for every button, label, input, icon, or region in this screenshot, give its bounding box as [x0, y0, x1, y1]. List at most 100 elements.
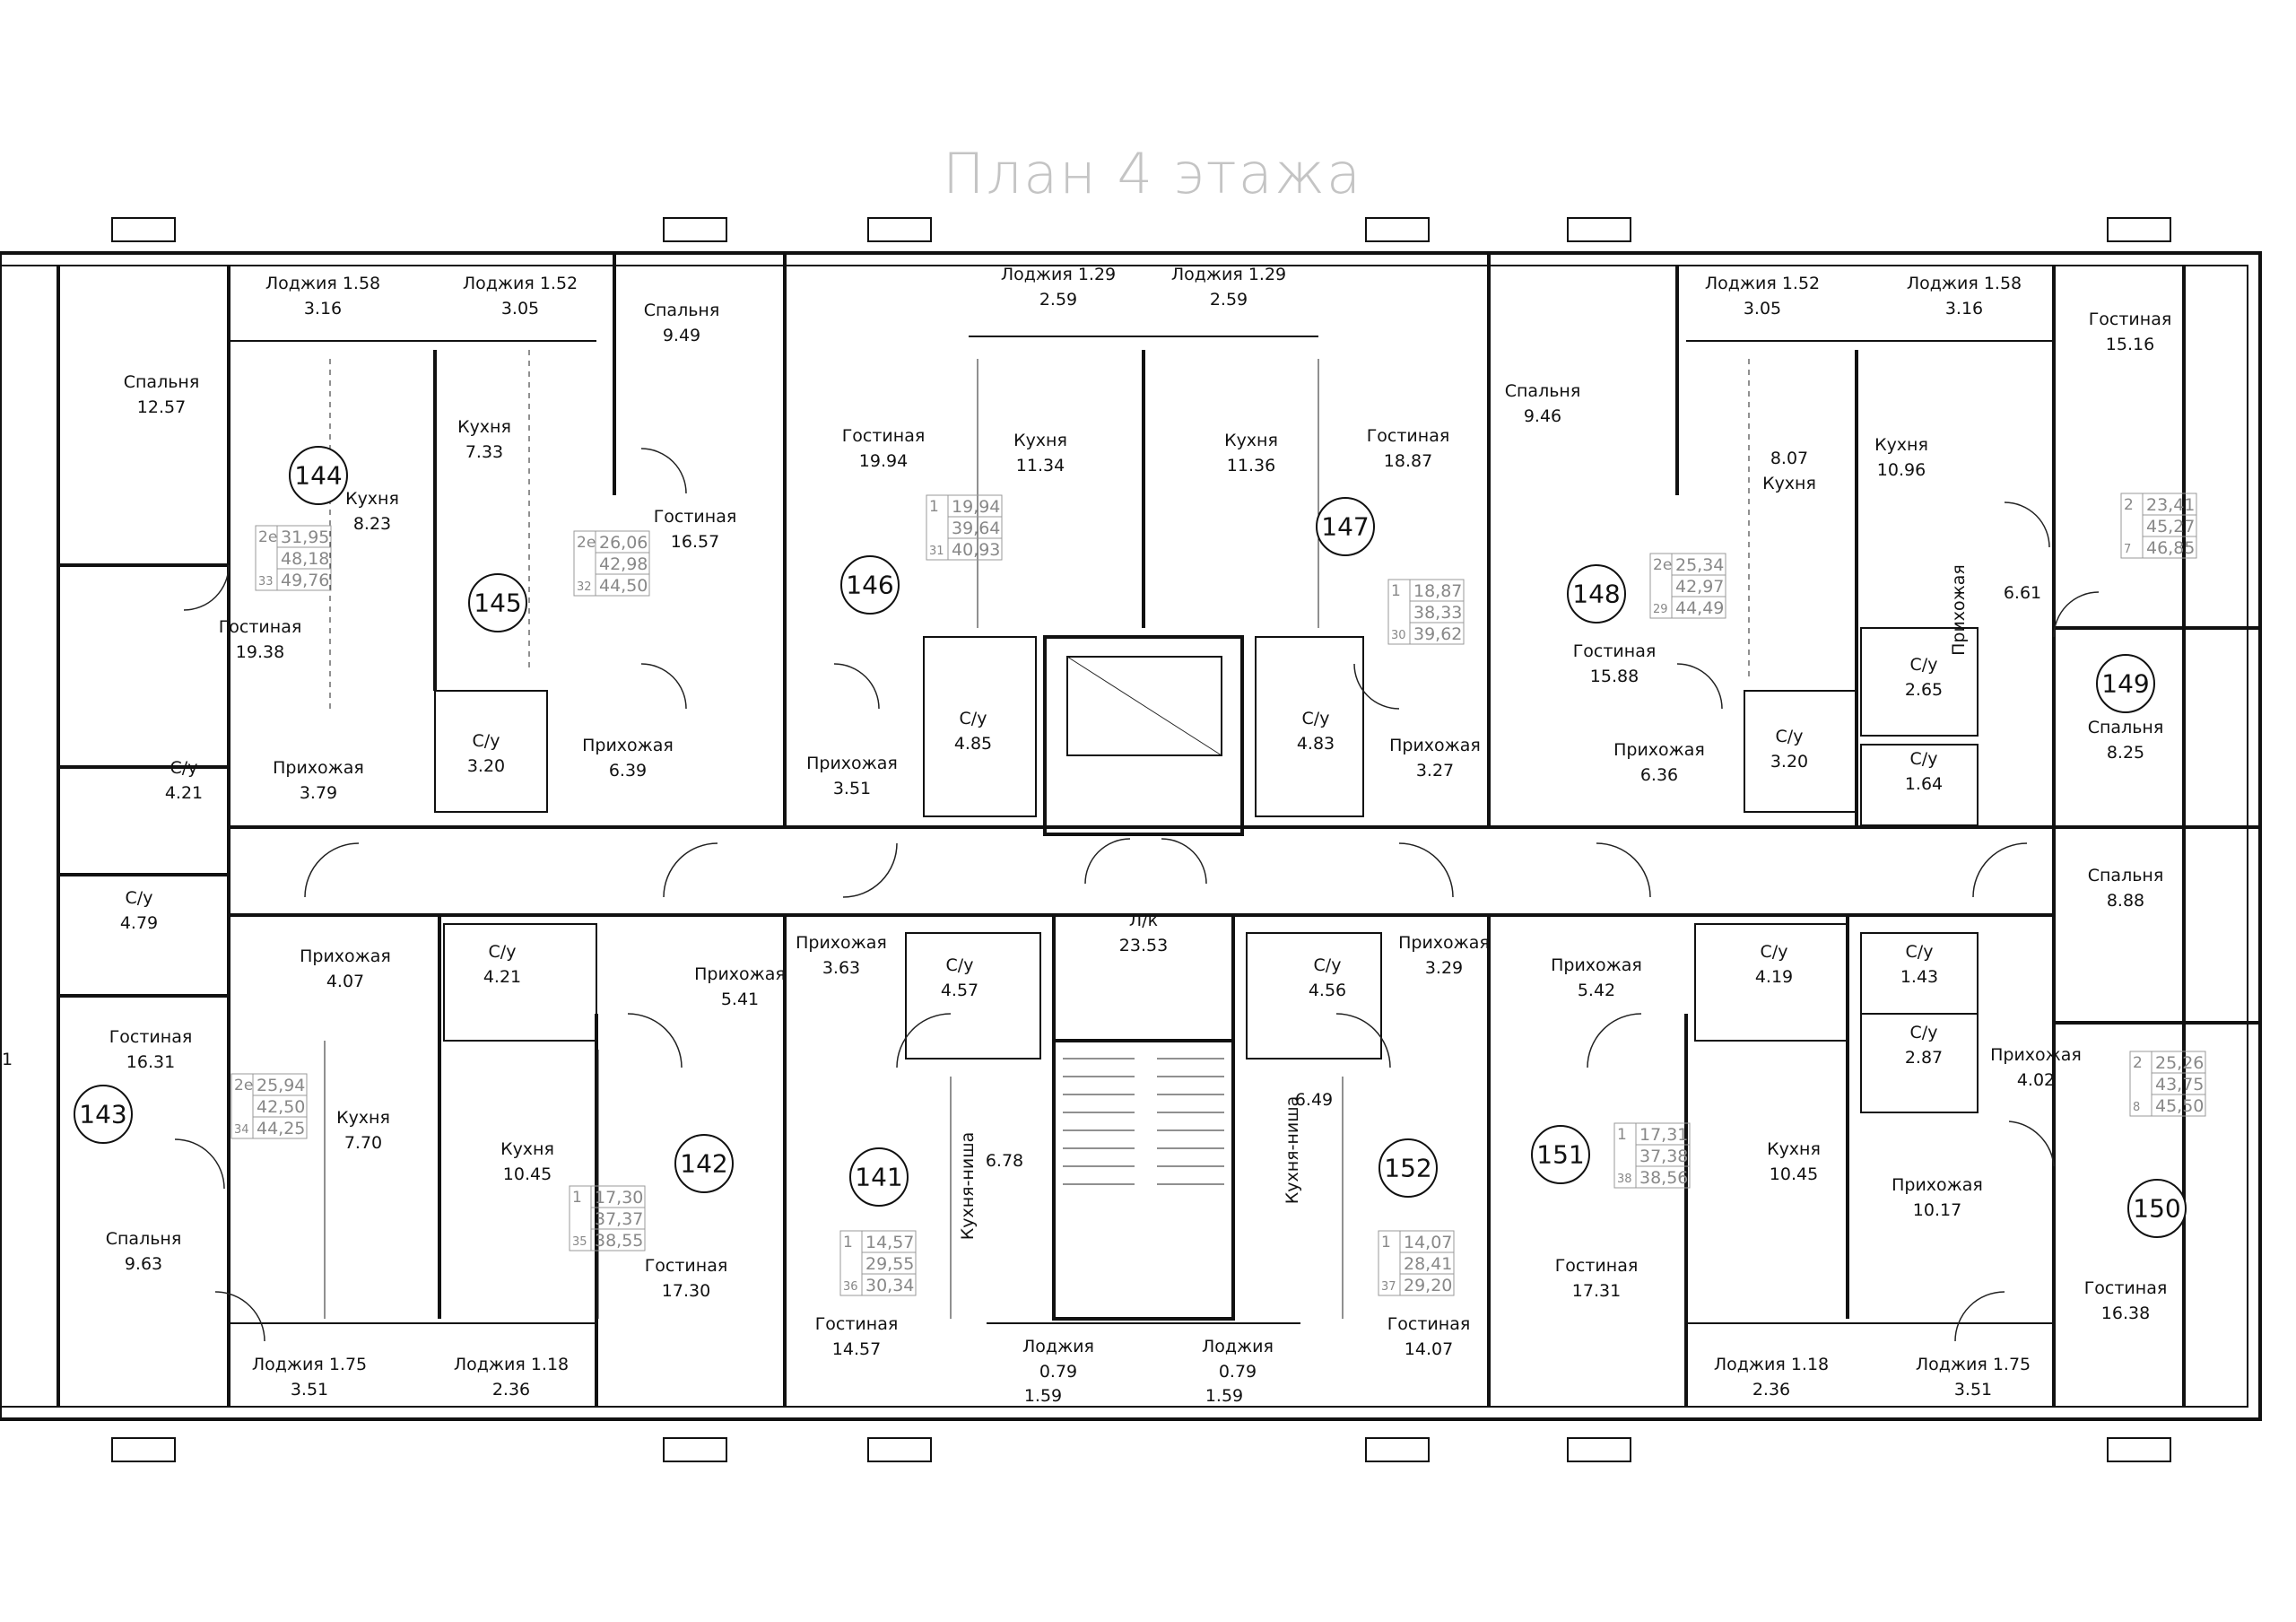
room-name: С/у: [1302, 709, 1330, 728]
room-area: 4.57: [941, 981, 978, 1000]
apartment-circle: [468, 573, 527, 632]
area-value: 43,75: [2155, 1075, 2204, 1094]
area-value: 30,34: [865, 1276, 914, 1295]
room-name: Прихожая: [1389, 736, 1481, 755]
room-name: С/у: [1910, 749, 1938, 769]
room-area: 5.42: [1578, 981, 1615, 1000]
room-name: Лоджия 1.29: [1171, 265, 1286, 284]
room-name: Прихожая: [273, 758, 364, 778]
area-value: 26,06: [599, 533, 648, 553]
apartment-number: 148: [1572, 580, 1620, 609]
room-label: Лоджия 1.753.51: [1916, 1355, 2031, 1400]
room-name: Кухня: [336, 1108, 390, 1128]
room-label: Лоджия 1.523.05: [1705, 274, 1820, 318]
unit-index: 29: [1653, 603, 1668, 616]
apartment-circle: [849, 1147, 909, 1207]
apartment-number: 147: [1321, 512, 1369, 542]
area-value: 23,41: [2146, 495, 2195, 515]
top-windows: [111, 217, 2171, 242]
area-value: 37,37: [595, 1209, 643, 1229]
dimension-label: 6.49: [1295, 1090, 1333, 1110]
apartment-circle: [289, 446, 348, 505]
room-name: Спальня: [644, 301, 720, 320]
room-area: 3.16: [1945, 299, 1983, 318]
room-name: Кухня: [500, 1139, 554, 1159]
room-name: С/у: [946, 955, 974, 975]
room-name: Гостиная: [654, 507, 737, 527]
apartment-marker: 141: [849, 1147, 909, 1207]
room-name: Кухня: [1874, 435, 1928, 455]
dimension-label: 1.59: [1205, 1386, 1243, 1406]
room-name: С/у: [1314, 955, 1342, 975]
area-value: 38,56: [1639, 1168, 1688, 1188]
room-area: 3.51: [291, 1380, 328, 1400]
unit-index: 31: [929, 545, 944, 558]
rotated-room-label: Прихожая: [1949, 564, 1969, 656]
room-label: Лоджия 1.583.16: [265, 274, 380, 318]
apartment-info-boxes: 2е3331,9548,1849,762е3226,0642,9844,5013…: [230, 493, 2206, 1296]
room-count: 1: [572, 1189, 582, 1207]
room-label: С/у 4.57: [941, 955, 978, 1000]
room-label: С/у2.87: [1905, 1023, 1943, 1068]
room-area: 5.41: [721, 990, 759, 1009]
room-name: Гостиная: [109, 1027, 193, 1047]
room-area: 10.17: [1913, 1200, 1961, 1220]
apartment-number: 150: [2133, 1194, 2180, 1224]
apartment-marker: 151: [1531, 1125, 1590, 1184]
room-name: Лоджия: [1022, 1337, 1094, 1356]
area-value: 29,20: [1404, 1276, 1452, 1295]
room-area: 4.56: [1309, 981, 1346, 1000]
room-count: 1: [1381, 1234, 1391, 1251]
room-name: Прихожая: [694, 964, 786, 984]
area-value: 37,38: [1639, 1147, 1688, 1166]
room-name: С/у: [1910, 1023, 1938, 1042]
dimension-label: 1: [2, 1050, 13, 1069]
room-label: С/у2.65: [1905, 655, 1943, 700]
room-area: 10.45: [1770, 1164, 1818, 1184]
room-name: С/у: [1906, 942, 1934, 962]
room-count: 2е: [577, 534, 596, 552]
room-label: С/у4.85: [954, 709, 992, 754]
room-name: Спальня: [1505, 381, 1581, 401]
area-value: 42,50: [257, 1097, 305, 1117]
apartment-number: 141: [855, 1163, 902, 1192]
apartment-marker: 146: [840, 555, 900, 615]
area-value: 42,97: [1675, 577, 1724, 597]
room-label: С/у4.19: [1755, 942, 1793, 987]
room-name: С/у: [1761, 942, 1788, 962]
room-area: 0.79: [1039, 1362, 1077, 1382]
room-count: 2е: [1653, 556, 1672, 574]
room-area: 2.36: [492, 1380, 530, 1400]
room-area: 9.46: [1524, 406, 1561, 426]
room-label: Прихожая 5.41: [694, 964, 786, 1009]
apartment-circle: [1567, 564, 1626, 624]
area-value: 44,25: [257, 1119, 305, 1138]
apartment-number: 144: [294, 461, 342, 491]
unit-index: 32: [577, 580, 592, 594]
room-name: Кухня: [457, 417, 511, 437]
room-count: 2: [2124, 496, 2134, 514]
room-name: Гостиная: [1555, 1256, 1639, 1276]
stair-steps: [1063, 1058, 1224, 1185]
apartment-marker: 145: [468, 573, 527, 632]
area-value: 38,55: [595, 1231, 643, 1251]
area-value: 31,95: [281, 528, 329, 547]
room-area: 4.02: [2017, 1070, 2055, 1090]
unit-index: 37: [1381, 1280, 1396, 1294]
area-value: 46,85: [2146, 538, 2195, 558]
room-area: 9.63: [125, 1254, 162, 1274]
